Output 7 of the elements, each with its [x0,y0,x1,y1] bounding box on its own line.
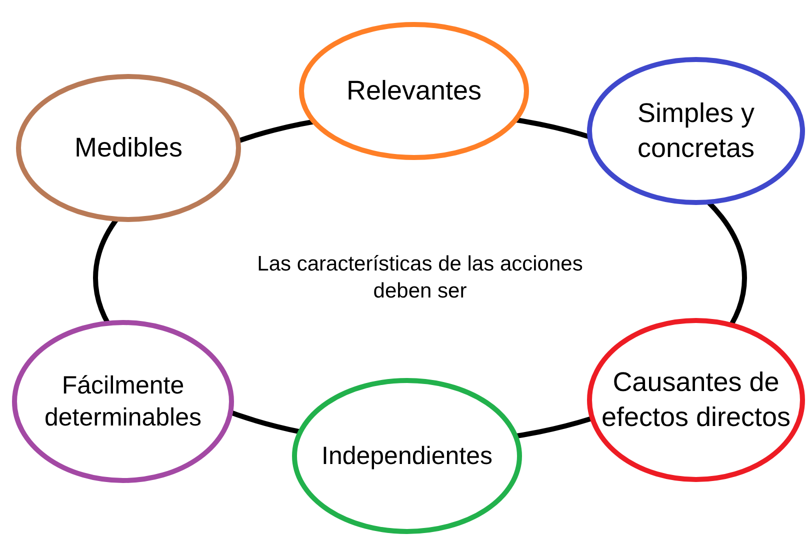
node-label: Independientes [320,440,494,472]
node-label: Causantes de efectos directos [600,366,792,434]
node-label: Medibles [73,131,184,164]
node-label: Fácilmente determinables [43,370,203,434]
node-label: Simples y concretas [636,96,756,165]
node-label: Relevantes [345,74,483,108]
center-text: Las características de las acciones deben ser [256,252,584,305]
